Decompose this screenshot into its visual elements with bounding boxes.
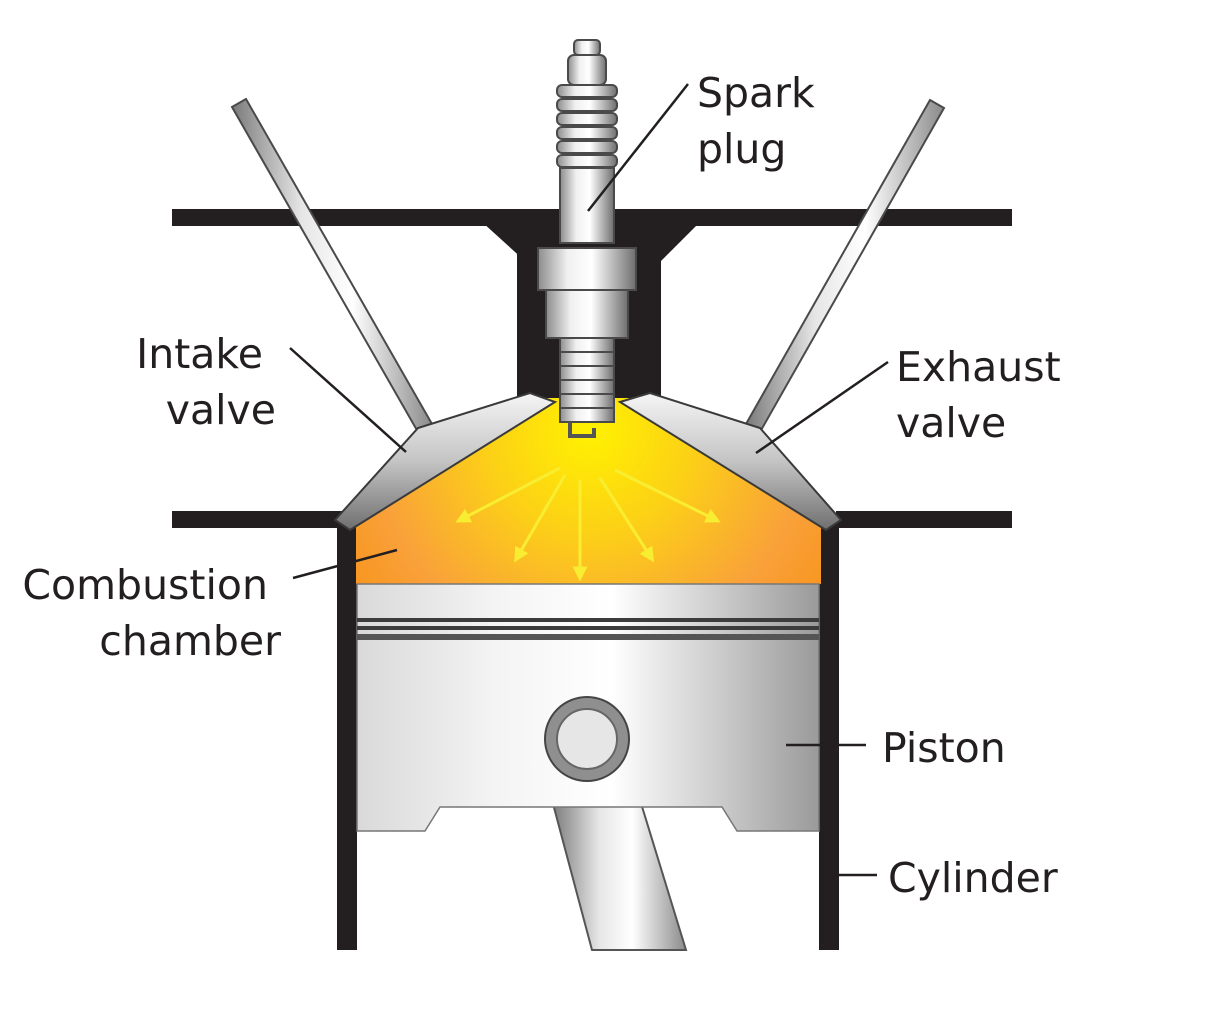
- intake-valve-stem: [230, 97, 434, 434]
- combustion-chamber-label-line2: chamber: [99, 617, 281, 665]
- spark-plug: [537, 39, 637, 438]
- intake-valve-label-line1: Intake: [136, 330, 263, 378]
- piston: [356, 583, 820, 832]
- combustion-chamber-label-line1: Combustion: [22, 561, 268, 609]
- spark-plug-label-line2: plug: [697, 125, 786, 173]
- connecting-rod: [550, 799, 688, 951]
- exhaust-valve-label: Exhaust valve: [896, 343, 1074, 447]
- exhaust-valve-label-line2: valve: [896, 399, 1006, 447]
- intake-valve-label-line2: valve: [166, 386, 276, 434]
- intake-valve-label: Intake valve: [136, 330, 276, 434]
- spark-plug-label-line1: Spark: [697, 69, 815, 117]
- exhaust-valve-head: [617, 391, 843, 532]
- cylinder-walls: [337, 516, 839, 950]
- intake-valve-head: [333, 391, 558, 532]
- cylinder-label: Cylinder: [888, 854, 1058, 902]
- exhaust-valve-label-line1: Exhaust: [896, 343, 1061, 391]
- combustion-chamber-label: Combustion chamber: [22, 561, 281, 665]
- leader-lines: [289, 83, 889, 877]
- flame-arrows: [455, 466, 721, 582]
- piston-label: Piston: [882, 724, 1006, 772]
- spark-plug-label: Spark plug: [697, 69, 828, 173]
